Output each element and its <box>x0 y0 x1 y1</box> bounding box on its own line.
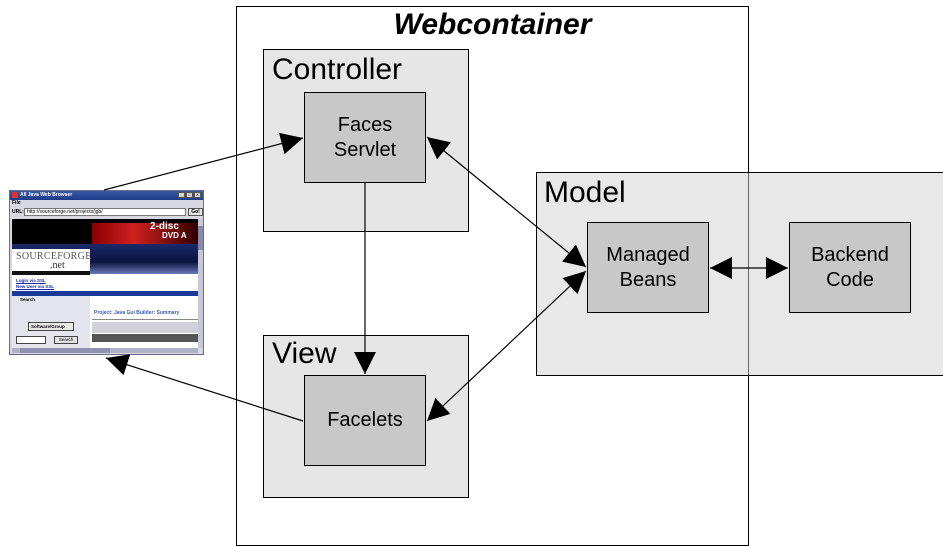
search-input <box>16 336 46 344</box>
browser-menu-file: File <box>10 200 203 207</box>
close-icon: × <box>194 192 201 198</box>
browser-app-icon <box>12 192 18 198</box>
content-grey-block <box>92 322 198 333</box>
dvd-banner <box>92 223 198 245</box>
login-ssl-link: Login via SSL <box>16 278 46 283</box>
managed-beans-box: Managed Beans <box>587 222 709 313</box>
browser-window-title: All Java Web Browser <box>20 192 73 198</box>
sourceforge-logo-bg <box>12 249 90 271</box>
sourceforge-logo-text: SOURCEFORGE <box>16 251 92 262</box>
url-field: http://sourceforge.net/projects/jgb/ <box>24 208 186 216</box>
maximize-icon: □ <box>186 192 193 198</box>
backend-code-box: Backend Code <box>789 222 911 313</box>
arrow-faces-servlet-managed-beans <box>426 136 587 268</box>
arrow-facelets-managed-beans <box>426 270 587 422</box>
facelets-box: Facelets <box>304 375 426 466</box>
page-nav-band <box>12 291 198 296</box>
arrow-facelets-to-browser <box>105 354 304 422</box>
banner-text-1: 2-disc <box>150 221 179 232</box>
browser-url-bar: URL: http://sourceforge.net/projects/jgb… <box>10 207 203 217</box>
project-title: Project: Java Gui Builder: Summary <box>94 310 180 316</box>
logo-underline <box>12 271 90 275</box>
content-dark-bar <box>92 334 198 342</box>
banner-text-2: DVD A <box>162 231 187 240</box>
arrow-browser-to-faces-servlet <box>103 132 304 191</box>
vertical-scrollbar <box>198 219 203 348</box>
sourceforge-logo-net: .net <box>50 260 65 271</box>
webcontainer-title: Webcontainer <box>393 8 592 41</box>
minimize-icon: _ <box>178 192 185 198</box>
url-label: URL: <box>12 209 24 215</box>
controller-label: Controller <box>272 53 403 86</box>
vertical-scroll-thumb <box>198 226 203 250</box>
software-group-select: Software/Group <box>28 322 74 331</box>
faces-servlet-box: Faces Servlet <box>304 92 426 183</box>
search-heading: Search <box>20 297 36 302</box>
browser-titlebar: All Java Web Browser _ □ × <box>10 191 203 200</box>
view-label: View <box>272 337 337 370</box>
browser-thumbnail: All Java Web Browser _ □ × File URL: htt… <box>9 190 204 355</box>
go-button: Go! <box>188 208 203 216</box>
browser-page-content: 2-disc DVD A SOURCEFORGE .net Login via … <box>12 219 198 348</box>
window-controls: _ □ × <box>178 192 201 198</box>
project-rule <box>92 319 198 320</box>
new-user-ssl-link: New User via SSL <box>16 284 55 289</box>
search-button: Search <box>54 336 78 344</box>
horizontal-scroll-thumb <box>20 348 110 353</box>
